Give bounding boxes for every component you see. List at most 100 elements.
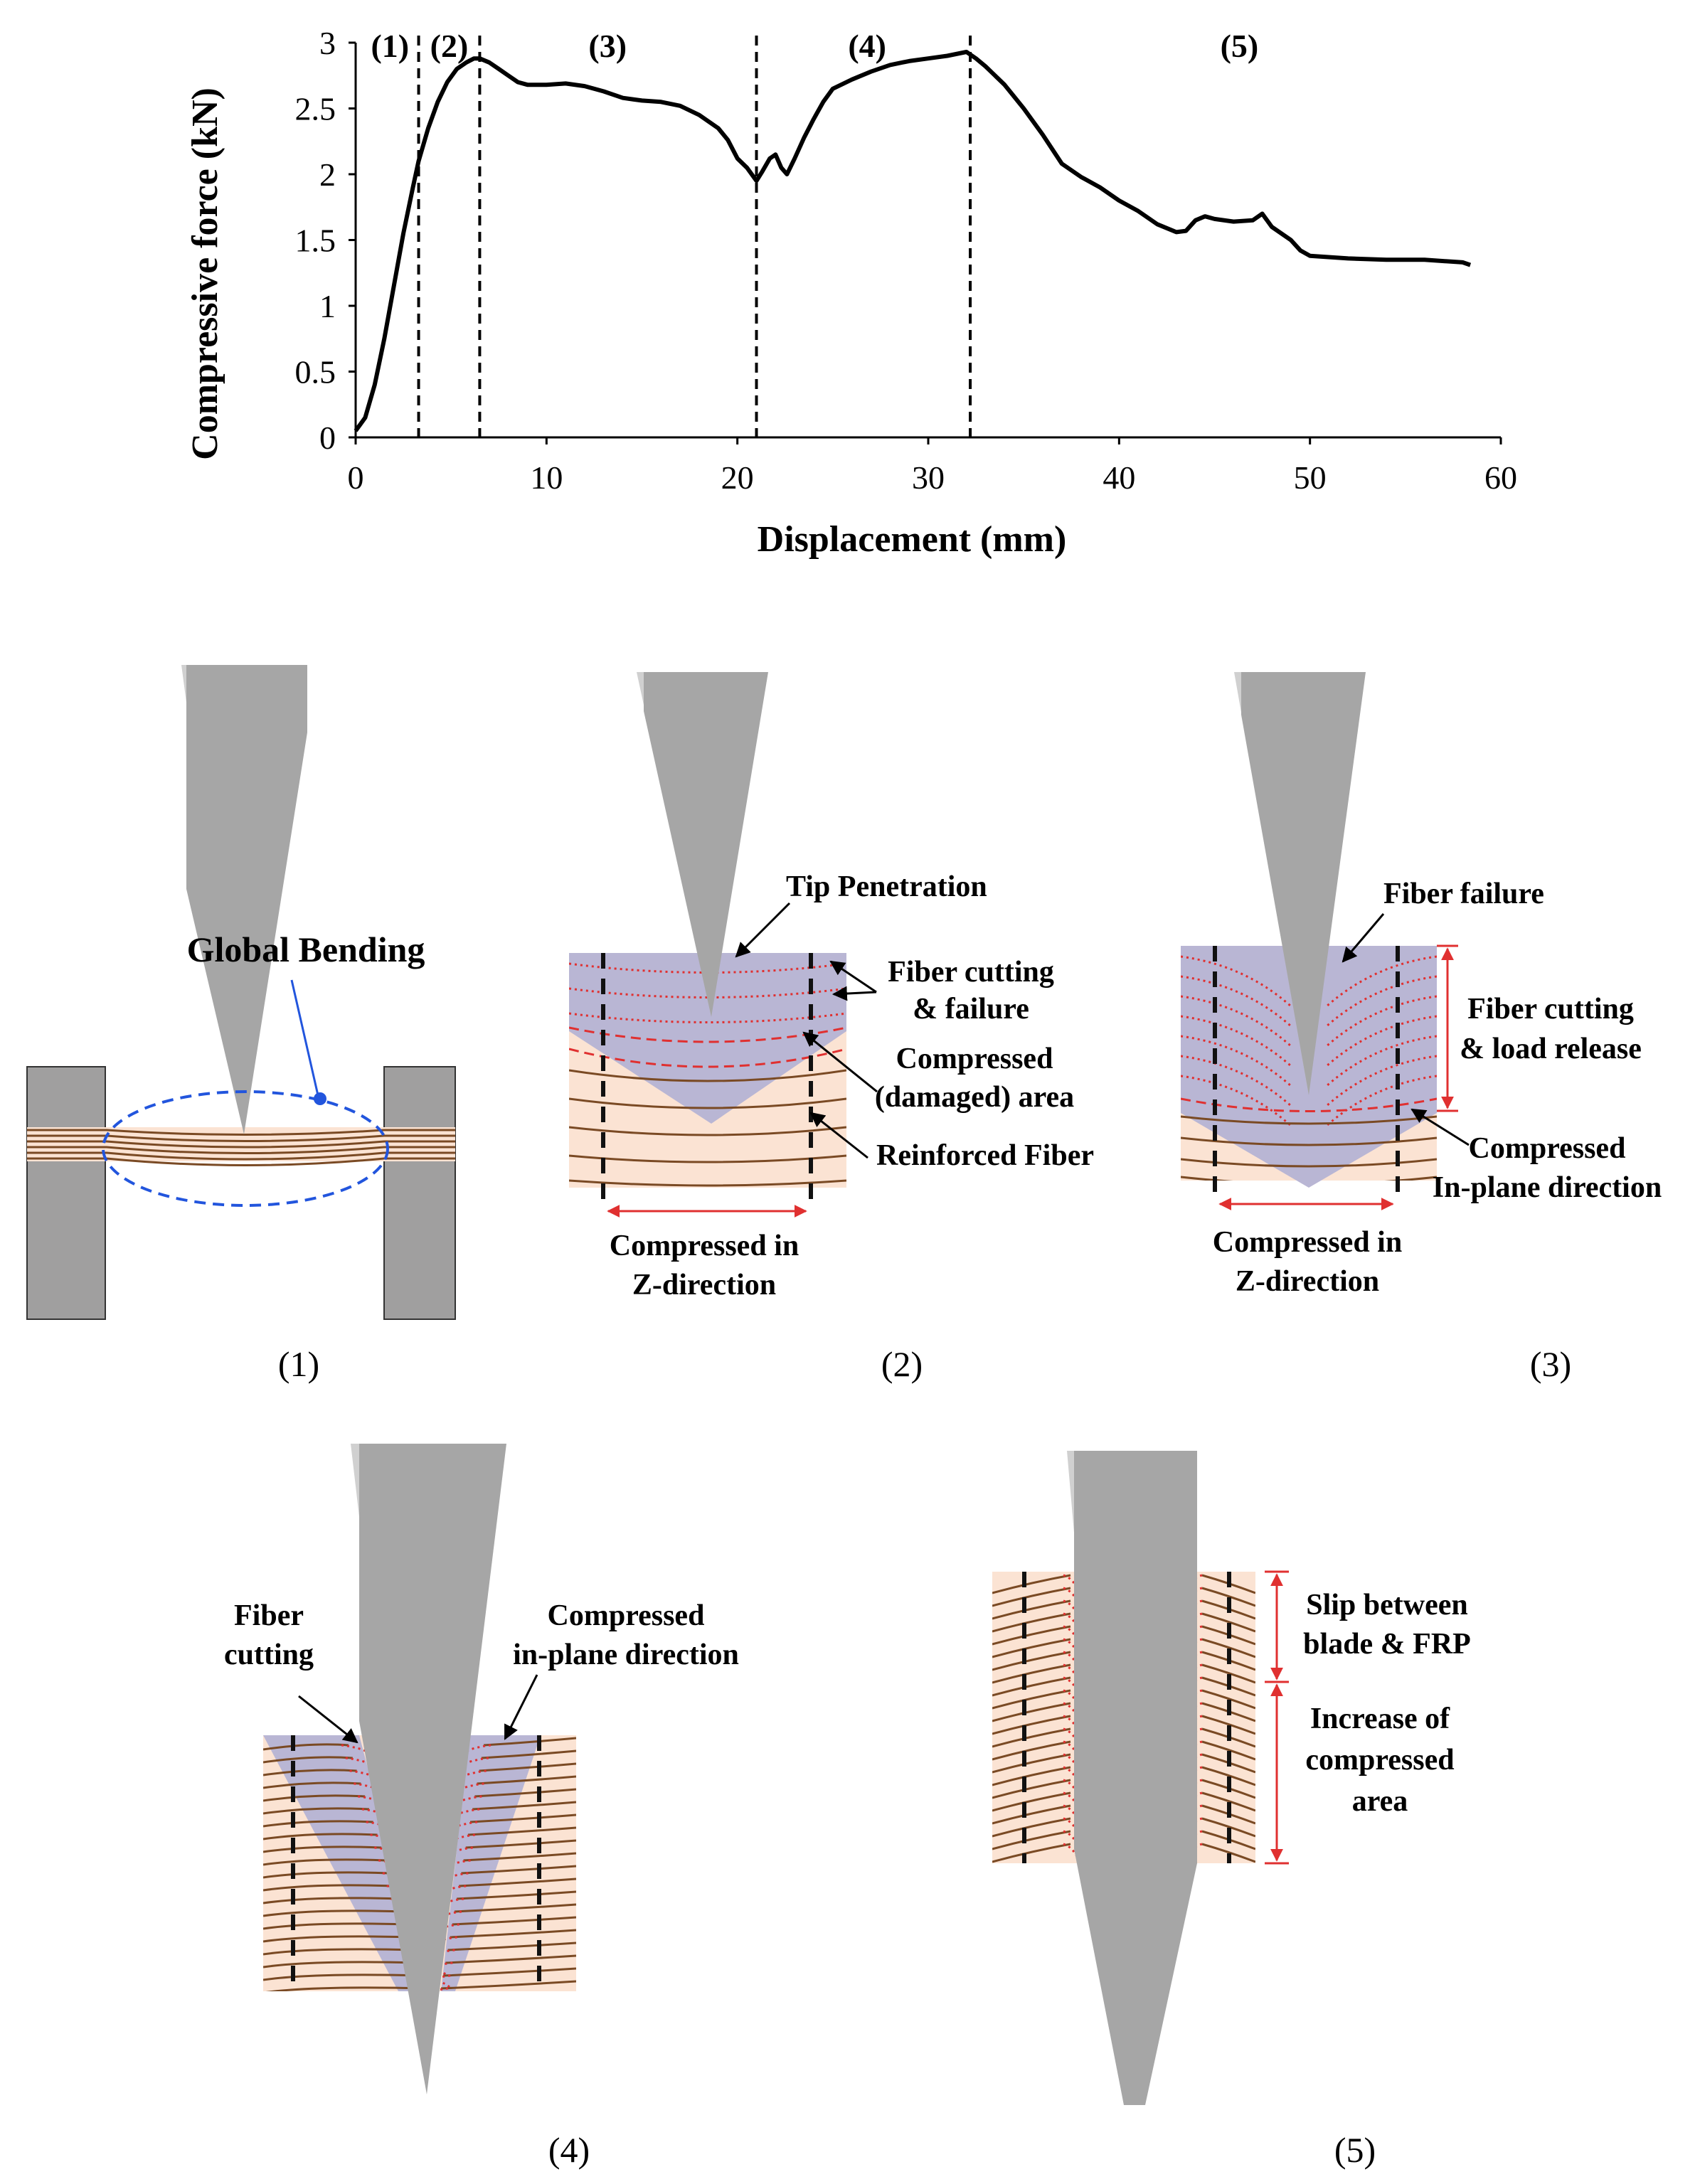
fiber-line-left	[992, 1843, 1071, 1863]
fiber-line-left	[263, 1935, 410, 1943]
z-direction-label-3b: Z-direction	[1236, 1265, 1379, 1298]
fiber-failure-label-3: Fiber failure	[1383, 878, 1544, 910]
damage-zone-right-4	[441, 1735, 541, 1991]
fiber-label-4: Fiber	[234, 1599, 304, 1632]
fiber-line-left	[263, 1769, 357, 1777]
cut-fiber-dotted	[1181, 975, 1292, 1028]
increase-label-5b: compressed	[1305, 1744, 1454, 1777]
fiber-line-right	[477, 1775, 576, 1785]
cut-fiber-dotted	[1063, 1830, 1083, 1853]
global-bending-label: Global Bending	[187, 929, 425, 969]
fiber-line-left	[263, 1922, 407, 1930]
fiber-line-left	[263, 1756, 353, 1764]
y-tick-label: 2.5	[295, 91, 336, 127]
fiber-line-left	[992, 1830, 1071, 1850]
fiber-line-left	[263, 1845, 382, 1853]
fiber-line-right	[1201, 1638, 1255, 1658]
inplane-label-3b: In-plane direction	[1433, 1171, 1662, 1204]
y-tick-label: 1.5	[295, 223, 336, 259]
fiber-line-left	[992, 1587, 1071, 1607]
y-axis-label: Compressive force (kN)	[185, 87, 225, 460]
x-tick-label: 10	[530, 459, 563, 496]
cut-fiber-dotted	[415, 1974, 452, 1990]
slip-label-5a: Slip between	[1306, 1589, 1468, 1621]
cut-fiber-dotted	[1181, 1055, 1292, 1107]
fiber-line-left	[992, 1625, 1071, 1646]
cutting-label-4: cutting	[224, 1639, 314, 1671]
fiber-line-left	[992, 1817, 1071, 1838]
y-tick-label: 0.5	[295, 354, 336, 390]
fiber-line-left	[265, 1986, 427, 1991]
x-tick-label: 30	[912, 459, 945, 496]
x-tick-label: 50	[1294, 459, 1327, 496]
fiber-line-left	[992, 1753, 1071, 1774]
bending-pointer-dot	[314, 1092, 326, 1105]
cut-fiber-dotted	[1326, 975, 1437, 1028]
cut-fiber-dotted	[1181, 1075, 1292, 1127]
caption-5: (5)	[1334, 2130, 1376, 2170]
fiber-line-left	[263, 1833, 378, 1841]
cut-fiber-dotted	[1326, 1075, 1437, 1127]
fiber-line-left	[263, 1820, 373, 1828]
panel-1-global-bending: Global Bending (1)	[26, 665, 456, 1384]
cut-fiber-dotted	[1063, 1779, 1083, 1802]
annotation-arrows-4	[298, 1674, 538, 1744]
annotation-arrows-2	[735, 902, 878, 1159]
cut-fiber-dotted	[1063, 1612, 1083, 1636]
damage-zone-left-4	[263, 1735, 427, 1991]
panel-5-slip: Slip between blade & FRP Increase of com…	[992, 1451, 1471, 2170]
fiber-line-left	[263, 1897, 398, 1905]
cut-fiber-dotted	[1326, 1015, 1437, 1067]
fiber-line-left	[992, 1676, 1071, 1697]
inplane-label-3a: Compressed	[1469, 1132, 1626, 1165]
fiber-line-right	[1201, 1663, 1255, 1684]
fiber-line-left	[992, 1791, 1071, 1812]
bending-zone-ellipse	[102, 1090, 389, 1207]
x-tick-label: 40	[1103, 459, 1135, 496]
fiber-line-left	[992, 1766, 1071, 1786]
panel-3-fiber-failure: Fiber failure Fiber cutting & load relea…	[1181, 672, 1662, 1384]
fiber-line-left	[992, 1740, 1071, 1761]
cut-fiber-dotted	[1326, 995, 1437, 1048]
force-curve	[354, 50, 1472, 432]
fiber-line-right	[440, 1980, 576, 1990]
fiber-line-right	[447, 1941, 576, 1951]
fiber-line-left	[992, 1638, 1071, 1658]
load-release-label-3: & load release	[1460, 1033, 1642, 1065]
fiber-line-left	[263, 1743, 349, 1751]
fiber-line-right	[1201, 1817, 1255, 1838]
cut-fiber-dotted	[1181, 955, 1292, 1008]
fiber-line-left	[263, 1807, 370, 1815]
cut-fiber-dotted	[1326, 955, 1437, 1008]
slip-label-5b: blade & FRP	[1303, 1628, 1471, 1661]
cut-fiber-dotted	[1063, 1651, 1083, 1674]
fiber-line-left	[992, 1727, 1071, 1748]
fiber-line-right	[479, 1762, 576, 1772]
z-direction-label-2: Z-direction	[632, 1269, 776, 1301]
stage-label: (2)	[430, 28, 469, 64]
cut-fiber-dotted	[1063, 1766, 1083, 1789]
reinforced-fiber-line	[1181, 1136, 1437, 1146]
increase-label-5c: area	[1352, 1785, 1408, 1818]
cut-fiber-dotted	[1063, 1715, 1083, 1738]
cut-fiber-dotted	[1181, 995, 1292, 1048]
fiber-line-left	[992, 1702, 1071, 1722]
blade-4	[351, 1444, 506, 2094]
reinforced-fiber-line	[569, 1069, 846, 1082]
fiber-line-right	[467, 1826, 576, 1836]
compressed-label: Compressed	[896, 1043, 1053, 1075]
fiber-line-right	[1201, 1612, 1255, 1633]
fiber-line-right	[465, 1839, 576, 1849]
fiber-line-left	[992, 1599, 1071, 1620]
cut-fiber-dotted	[1063, 1727, 1083, 1751]
y-tick-label: 2	[319, 156, 336, 193]
increase-label-5a: Increase of	[1310, 1703, 1450, 1735]
cut-fiber-dotted	[1063, 1843, 1082, 1863]
damaged-area-label: (damaged) area	[875, 1081, 1074, 1114]
fiber-line-right	[1201, 1689, 1255, 1710]
fiber-line-left	[992, 1612, 1071, 1633]
fiber-line-right	[457, 1890, 576, 1900]
fiber-line-right	[445, 1954, 576, 1964]
fiber-line-right	[481, 1749, 576, 1759]
fiber-line-left	[263, 1794, 366, 1802]
